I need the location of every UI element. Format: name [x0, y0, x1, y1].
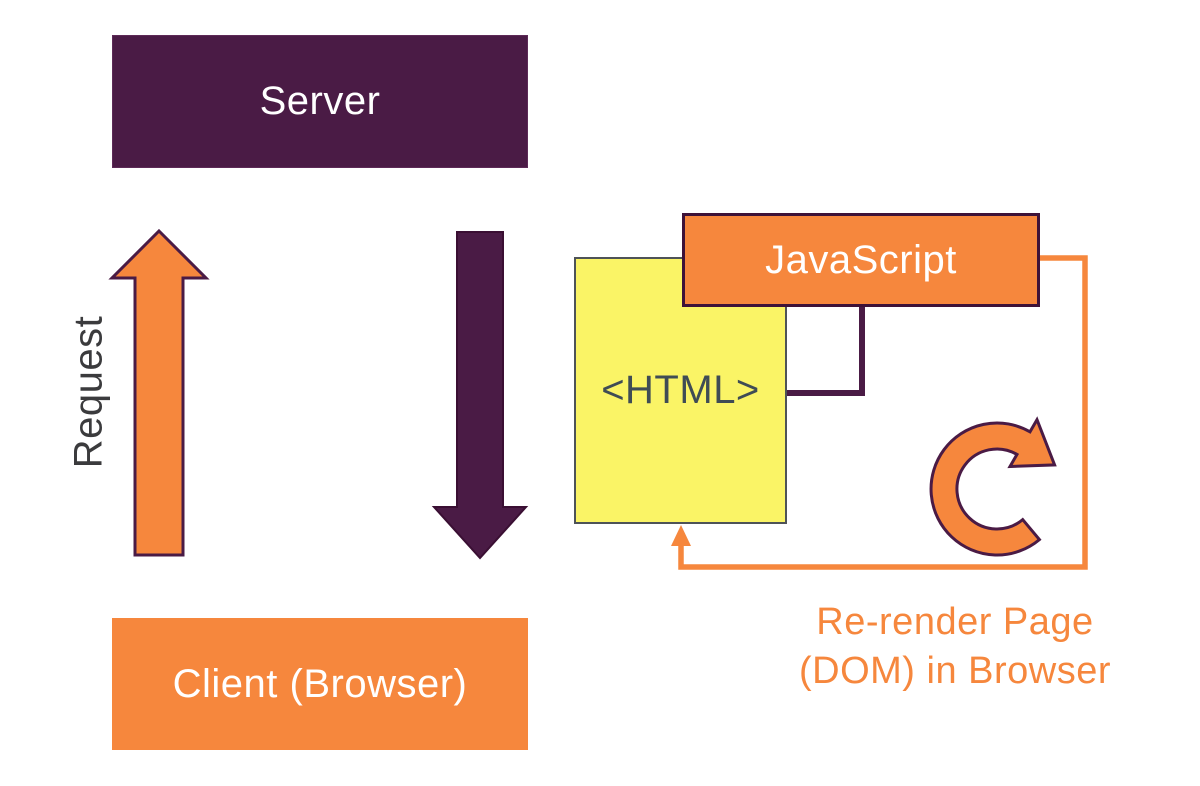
down-arrow-icon — [431, 231, 529, 560]
loop-arrow-icon — [678, 255, 1088, 570]
js-html-connector — [786, 307, 865, 396]
loop-arrowhead — [671, 525, 691, 546]
server-label: Server — [259, 79, 381, 123]
html-label: <HTML> — [601, 368, 760, 412]
rerender-caption-line2: (DOM) in Browser — [798, 650, 1112, 693]
rerender-caption-line1: Re-render Page — [816, 601, 1094, 643]
javascript-node: JavaScript — [682, 213, 1040, 307]
server-node: Server — [112, 35, 528, 168]
client-label: Client (Browser) — [172, 661, 468, 706]
refresh-clockwise-icon — [929, 416, 1057, 557]
rerender-caption: Re-render Page (DOM) in Browser — [745, 598, 1165, 697]
javascript-label: JavaScript — [765, 237, 957, 282]
client-node: Client (Browser) — [112, 618, 528, 750]
request-edge-label: Request — [66, 315, 111, 469]
up-arrow-icon — [108, 228, 210, 557]
